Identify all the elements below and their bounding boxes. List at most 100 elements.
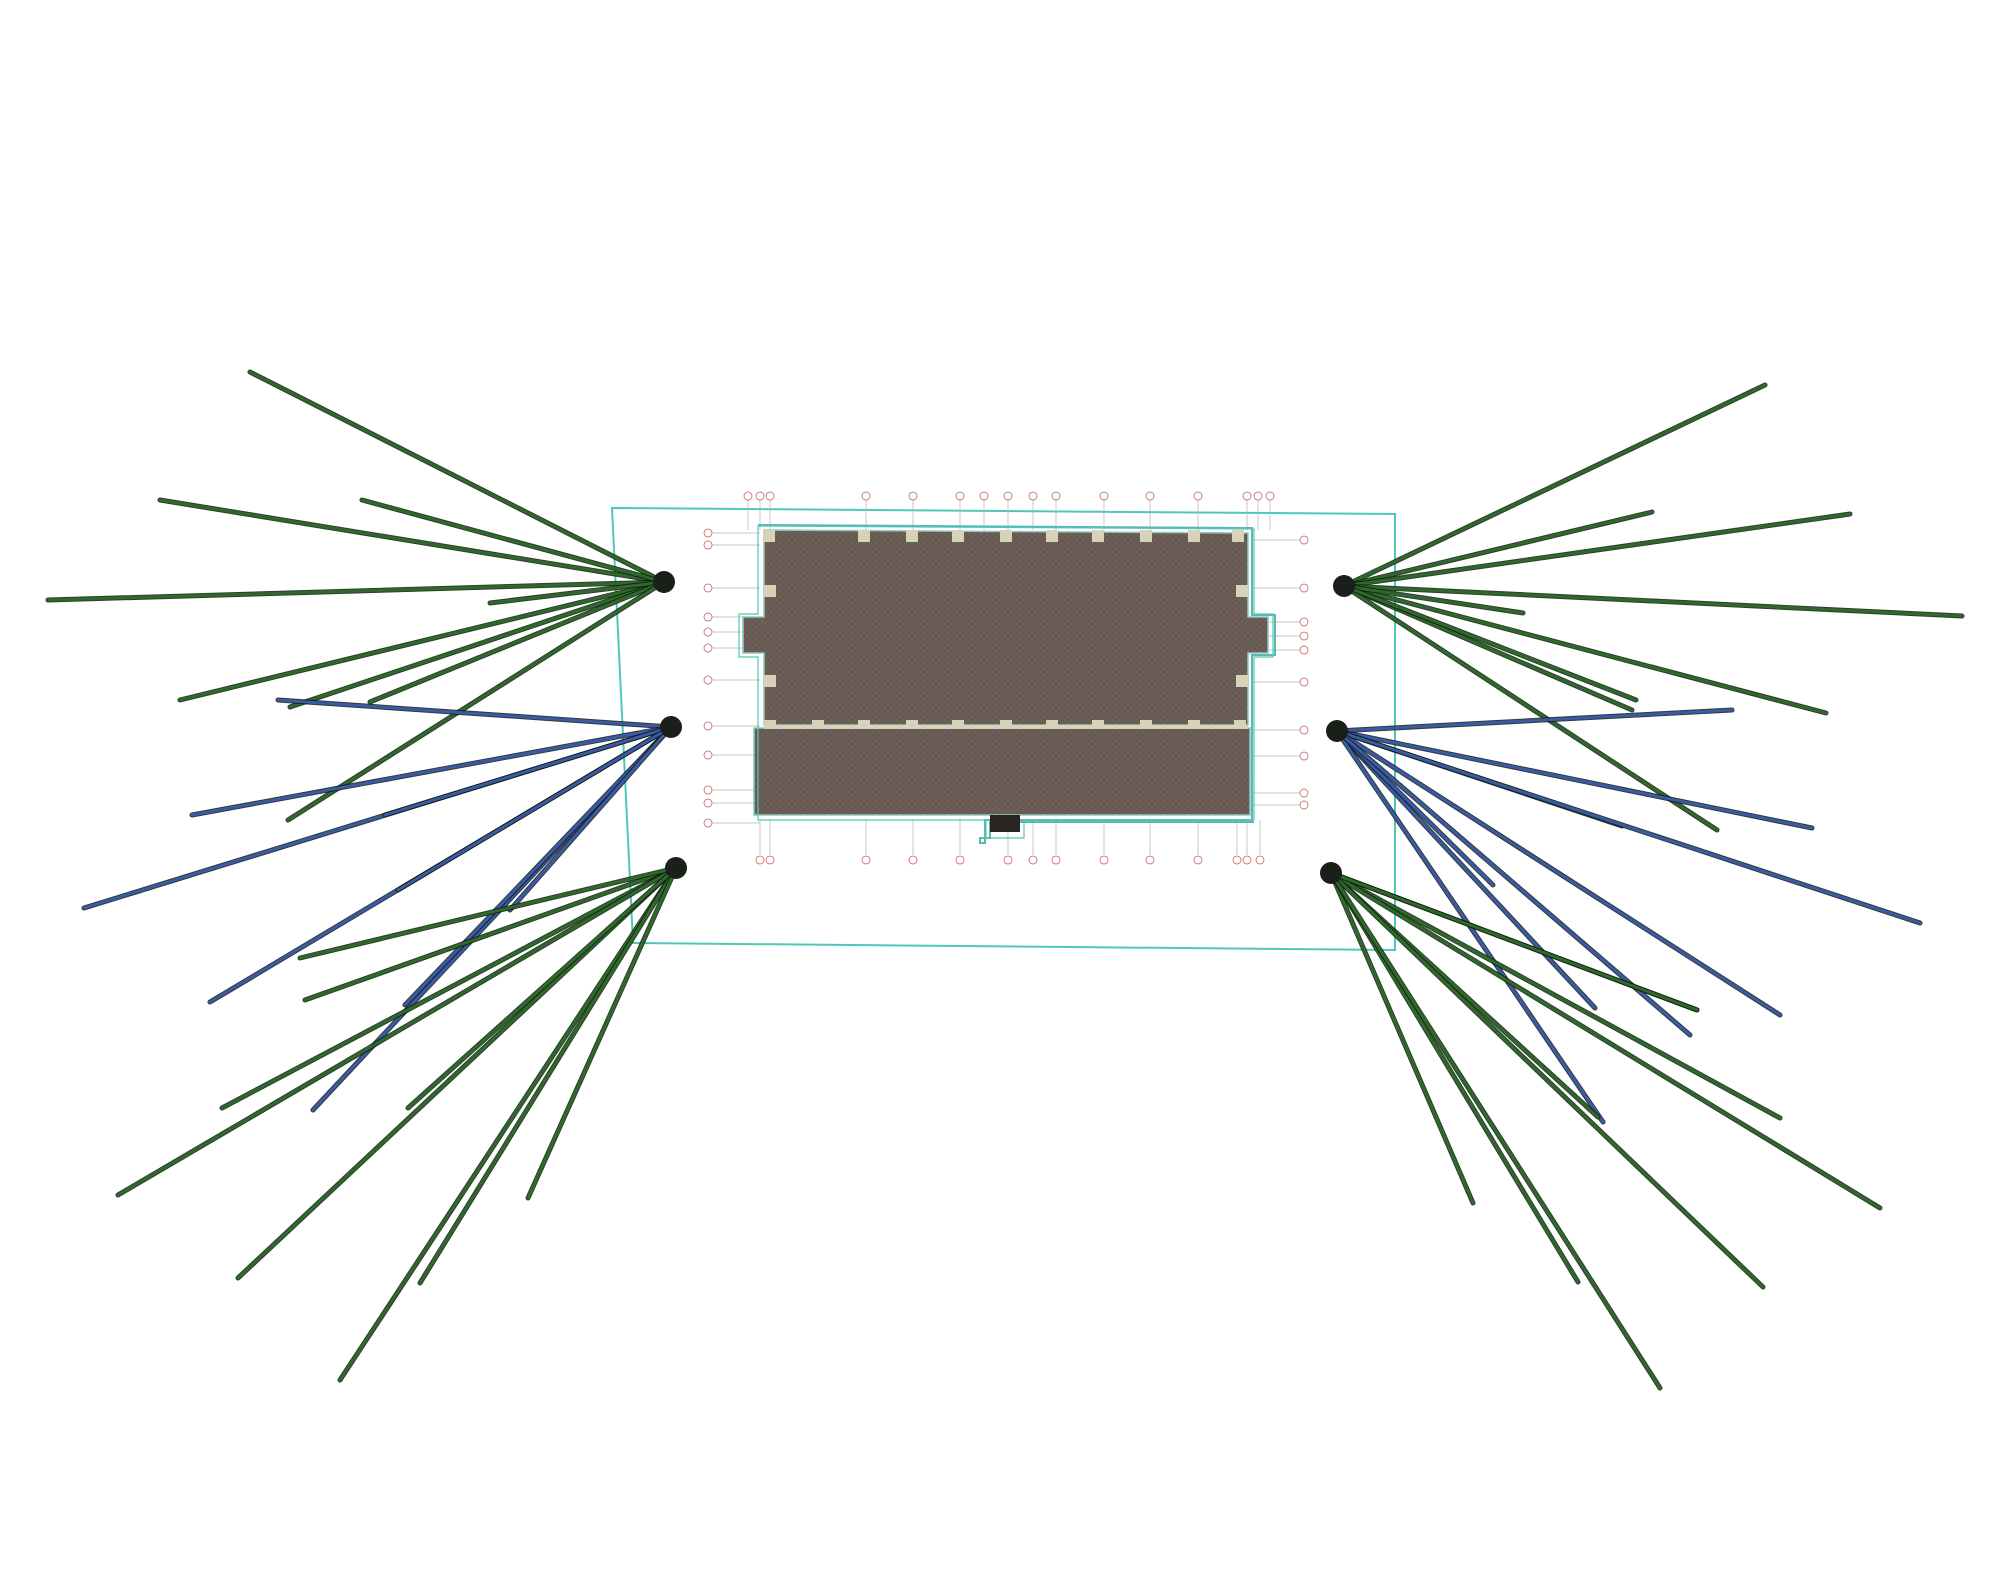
grid-bubble	[1145, 491, 1155, 501]
anchor-tendon	[403, 725, 673, 1007]
grid-bubble	[1255, 855, 1265, 865]
anchor-tendon	[116, 866, 678, 1197]
anchor-tendon	[396, 725, 673, 892]
building-upper-block	[742, 529, 1269, 726]
anchor-tendon	[288, 580, 666, 709]
column-cap	[1188, 530, 1200, 542]
grid-bubble	[861, 855, 871, 865]
anchor-tendon	[1329, 871, 1475, 1205]
grid-bubble	[703, 750, 713, 760]
grid-bubble	[1299, 677, 1309, 687]
grid-bubble	[1051, 855, 1061, 865]
anchor-tendon	[158, 498, 666, 584]
building-footprint	[738, 524, 1276, 844]
column-cap	[763, 530, 775, 542]
column-cap	[1188, 720, 1200, 729]
anchor-tendon	[276, 698, 673, 729]
anchor-tendon	[1342, 584, 1525, 615]
building-lower-block	[753, 727, 1251, 816]
column-cap	[1140, 530, 1152, 542]
grid-bubble	[1193, 491, 1203, 501]
anchor-tendon	[1329, 871, 1882, 1210]
anchor-head	[653, 571, 675, 593]
column-cap	[764, 585, 776, 597]
anchor-group-right-upper	[1333, 382, 1965, 833]
column-cap	[1092, 530, 1104, 542]
anchor-tendon	[1335, 729, 1922, 925]
grid-bubble	[1028, 491, 1038, 501]
anchor-tendon	[1342, 584, 1638, 702]
anchor-head	[660, 716, 682, 738]
anchor-tendon	[1342, 584, 1828, 715]
grid-bubble	[1242, 855, 1252, 865]
grid-bubble	[703, 798, 713, 808]
anchor-head	[1320, 862, 1342, 884]
grid-bubble	[703, 643, 713, 653]
grid-bubble	[755, 491, 765, 501]
column-cap	[1234, 720, 1246, 729]
anchor-tendon	[1329, 871, 1699, 1012]
building-offset-outline	[738, 525, 1274, 839]
column-cap-beam	[764, 725, 1248, 729]
anchor-tendon	[526, 866, 678, 1200]
grid-bubble	[861, 491, 871, 501]
grid-bubble	[1299, 631, 1309, 641]
column-cap	[952, 720, 964, 729]
column-cap	[1000, 530, 1012, 542]
grid-bubble	[703, 528, 713, 538]
building-entrance-block	[990, 815, 1020, 832]
anchor-tendon	[1342, 510, 1654, 588]
grid-bubble	[703, 627, 713, 637]
anchor-tendon	[1342, 584, 1719, 832]
column-cap	[906, 720, 918, 729]
anchor-tendon	[298, 866, 678, 960]
grid-bubble	[908, 491, 918, 501]
column-cap	[764, 675, 776, 687]
column-cap	[906, 530, 918, 542]
anchor-tendon	[1335, 708, 1734, 733]
grid-bubble	[908, 855, 918, 865]
column-cap	[858, 720, 870, 729]
column-cap	[764, 720, 776, 729]
anchor-tendon	[1329, 871, 1782, 1120]
grid-bubble	[743, 491, 753, 501]
anchor-tendon	[1335, 729, 1782, 1017]
column-cap	[812, 720, 824, 729]
grid-bubble	[1099, 855, 1109, 865]
grid-bubble	[703, 612, 713, 622]
grid-bubble	[703, 540, 713, 550]
grid-bubble	[1299, 751, 1309, 761]
anchor-tendon	[286, 580, 666, 822]
column-cap	[1140, 720, 1152, 729]
anchor-tendon	[508, 725, 673, 912]
grid-bubble	[1299, 617, 1309, 627]
anchor-tendon	[368, 580, 666, 704]
grid-bubble	[1193, 855, 1203, 865]
grid-bubble	[765, 491, 775, 501]
anchor-tendon	[1342, 584, 1964, 618]
anchor-tendon	[248, 370, 666, 584]
grid-bubble	[1299, 645, 1309, 655]
grid-bubble	[1099, 491, 1109, 501]
grid-bubble	[1299, 725, 1309, 735]
anchor-tendon	[1329, 871, 1662, 1390]
anchor-group-right-middle	[1326, 707, 1923, 1125]
grid-bubble	[703, 675, 713, 685]
anchor-head	[665, 857, 687, 879]
anchor-group-left-upper	[45, 369, 675, 823]
grid-bubble	[955, 855, 965, 865]
anchor-tendon	[406, 866, 678, 1110]
column-cap	[858, 530, 870, 542]
grid-bubble	[1299, 788, 1309, 798]
column-cap	[1000, 720, 1012, 729]
grid-bubble	[1003, 855, 1013, 865]
grid-bubble	[703, 818, 713, 828]
grid-bubble	[1299, 583, 1309, 593]
column-cap	[1046, 720, 1058, 729]
anchor-head	[1326, 720, 1348, 742]
anchor-tendon	[418, 866, 678, 1285]
anchor-tendon	[1335, 729, 1597, 1010]
grid-bubble	[755, 855, 765, 865]
anchor-tendon	[1342, 512, 1852, 588]
